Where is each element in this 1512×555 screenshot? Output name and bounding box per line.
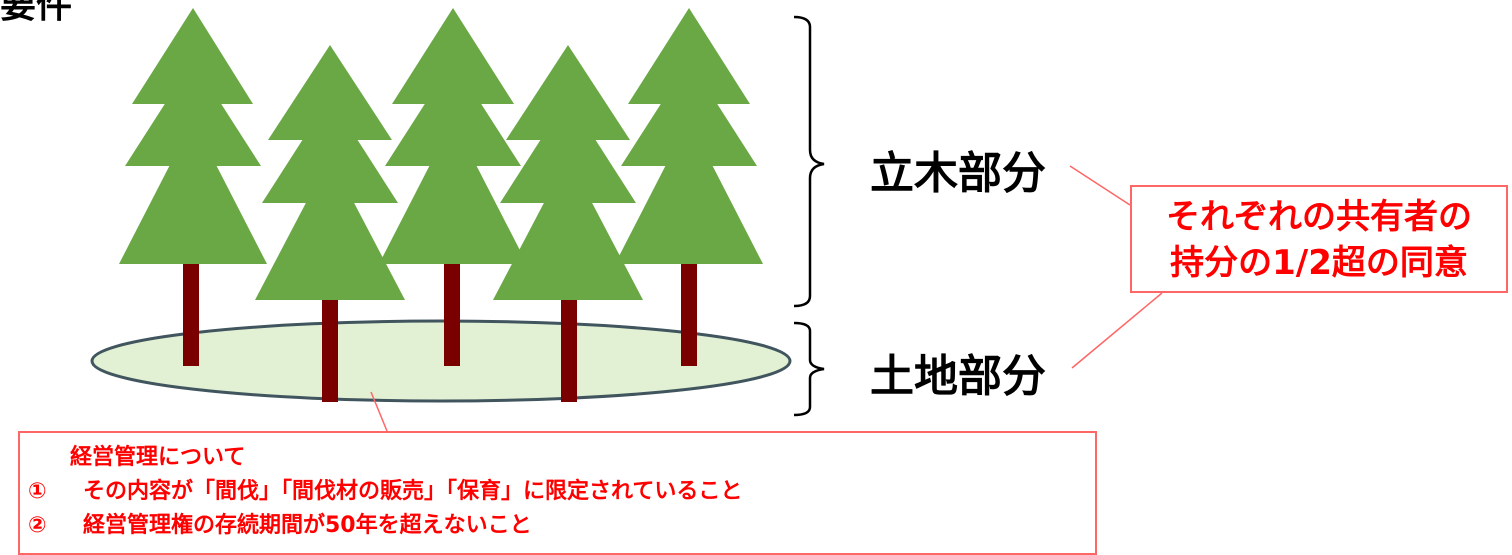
tree-foliage	[615, 120, 763, 264]
connector-ground-to-management	[370, 391, 388, 432]
tree-foliage	[385, 60, 521, 166]
trees-label: 立木部分	[870, 148, 1046, 199]
tree-foliage	[268, 45, 392, 140]
tree-foliage	[262, 97, 398, 203]
tree-foliage	[500, 97, 636, 203]
tree-foliage	[506, 45, 630, 140]
tree-3	[379, 8, 527, 366]
tree-foliage	[621, 60, 757, 166]
ground-ellipse	[90, 319, 792, 403]
connector-trees-to-consent	[1069, 165, 1131, 206]
management-title: 経営管理について	[70, 445, 246, 470]
tree-foliage	[392, 8, 514, 104]
tree-foliage	[628, 8, 750, 104]
tree-foliage	[493, 157, 643, 300]
item-text: その内容が「間伐」「間伐材の販売」「保育」に限定されていること	[83, 479, 743, 504]
management-item-1: ① その内容が「間伐」「間伐材の販売」「保育」に限定されていること	[28, 475, 1095, 509]
item-number: ①	[28, 479, 47, 504]
trees-brace	[793, 15, 825, 308]
corner-title: 要件	[0, 0, 73, 26]
management-item-2: ② 経営管理権の存続期間が50年を超えないこと	[28, 509, 1095, 543]
tree-trunk	[681, 262, 697, 366]
tree-foliage	[119, 120, 267, 264]
tree-1	[119, 8, 267, 366]
tree-foliage	[255, 157, 405, 300]
connector-land-to-consent	[1071, 292, 1163, 369]
tree-5	[615, 8, 763, 366]
tree-foliage	[132, 8, 253, 104]
consent-line-1: それぞれの共有者の	[1166, 197, 1472, 237]
consent-box: それぞれの共有者の 持分の1/2超の同意	[1130, 185, 1508, 293]
tree-foliage	[125, 60, 261, 166]
tree-4	[493, 45, 643, 402]
tree-trunk	[561, 298, 577, 402]
item-text: 経営管理権の存続期間が50年を超えないこと	[83, 513, 532, 538]
land-label: 土地部分	[870, 351, 1046, 402]
management-box: 経営管理について ① その内容が「間伐」「間伐材の販売」「保育」に限定されているこ…	[18, 431, 1097, 555]
tree-2	[255, 45, 405, 402]
tree-trunk	[444, 262, 460, 366]
tree-trunk	[183, 262, 199, 366]
land-brace	[793, 321, 825, 417]
tree-foliage	[379, 120, 527, 264]
consent-line-2: 持分の1/2超の同意	[1170, 243, 1468, 283]
tree-trunk	[322, 298, 338, 402]
item-number: ②	[28, 513, 47, 538]
